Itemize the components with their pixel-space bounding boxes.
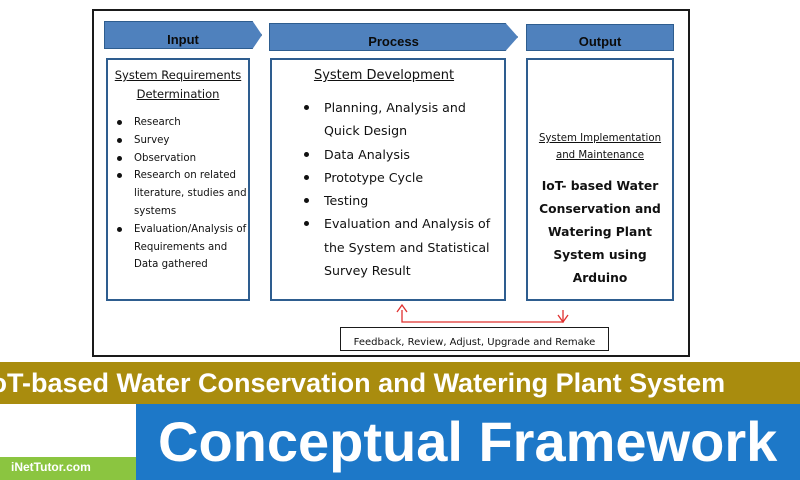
process-item: Planning, Analysis and Quick Design	[304, 96, 504, 143]
process-header-arrow: Process	[269, 23, 518, 51]
output-subtitle-line2: and Maintenance	[555, 150, 644, 161]
output-subtitle: System Implementation and Maintenance	[528, 130, 672, 164]
process-item: Testing	[304, 189, 504, 212]
process-list: Planning, Analysis and Quick Design Data…	[272, 96, 504, 282]
input-title: System Requirements Determination	[108, 66, 248, 104]
input-header-label: Input	[167, 32, 199, 47]
input-title-line2: Determination	[136, 87, 220, 101]
input-item: Research on related literature, studies …	[117, 167, 248, 220]
process-header-label: Process	[368, 34, 419, 49]
banner-subtitle: IoT-based Water Conservation and Waterin…	[0, 368, 726, 398]
input-header-arrow: Input	[104, 21, 262, 49]
input-title-line1: System Requirements	[114, 68, 242, 82]
input-item: Survey	[117, 132, 248, 150]
process-item: Prototype Cycle	[304, 166, 504, 189]
subtitle-banner: IoT-based Water Conservation and Waterin…	[0, 362, 800, 404]
output-box: System Implementation and Maintenance Io…	[526, 58, 674, 301]
feedback-box: Feedback, Review, Adjust, Upgrade and Re…	[340, 327, 609, 351]
process-item: Evaluation and Analysis of the System an…	[304, 212, 504, 282]
input-item: Observation	[117, 150, 248, 168]
banner-title: Conceptual Framework	[158, 410, 778, 473]
output-header-label: Output	[578, 34, 622, 49]
brand-strip: iNetTutor.com	[0, 457, 136, 480]
input-item: Research	[117, 114, 248, 132]
input-list: Research Survey Observation Research on …	[108, 114, 248, 274]
process-item: Data Analysis	[304, 143, 504, 166]
process-title: System Development	[313, 68, 455, 83]
output-main-text: IoT- based Water Conservation and Wateri…	[539, 179, 661, 285]
process-box: System Development Planning, Analysis an…	[270, 58, 506, 301]
input-box: System Requirements Determination Resear…	[106, 58, 250, 301]
output-subtitle-line1: System Implementation	[538, 133, 662, 144]
feedback-label: Feedback, Review, Adjust, Upgrade and Re…	[353, 337, 596, 348]
output-header-bar: Output	[526, 24, 674, 51]
title-banner: Conceptual Framework	[136, 404, 800, 480]
input-item: Evaluation/Analysis of Requirements and …	[117, 221, 248, 274]
brand-logo-text[interactable]: iNetTutor.com	[11, 460, 91, 474]
